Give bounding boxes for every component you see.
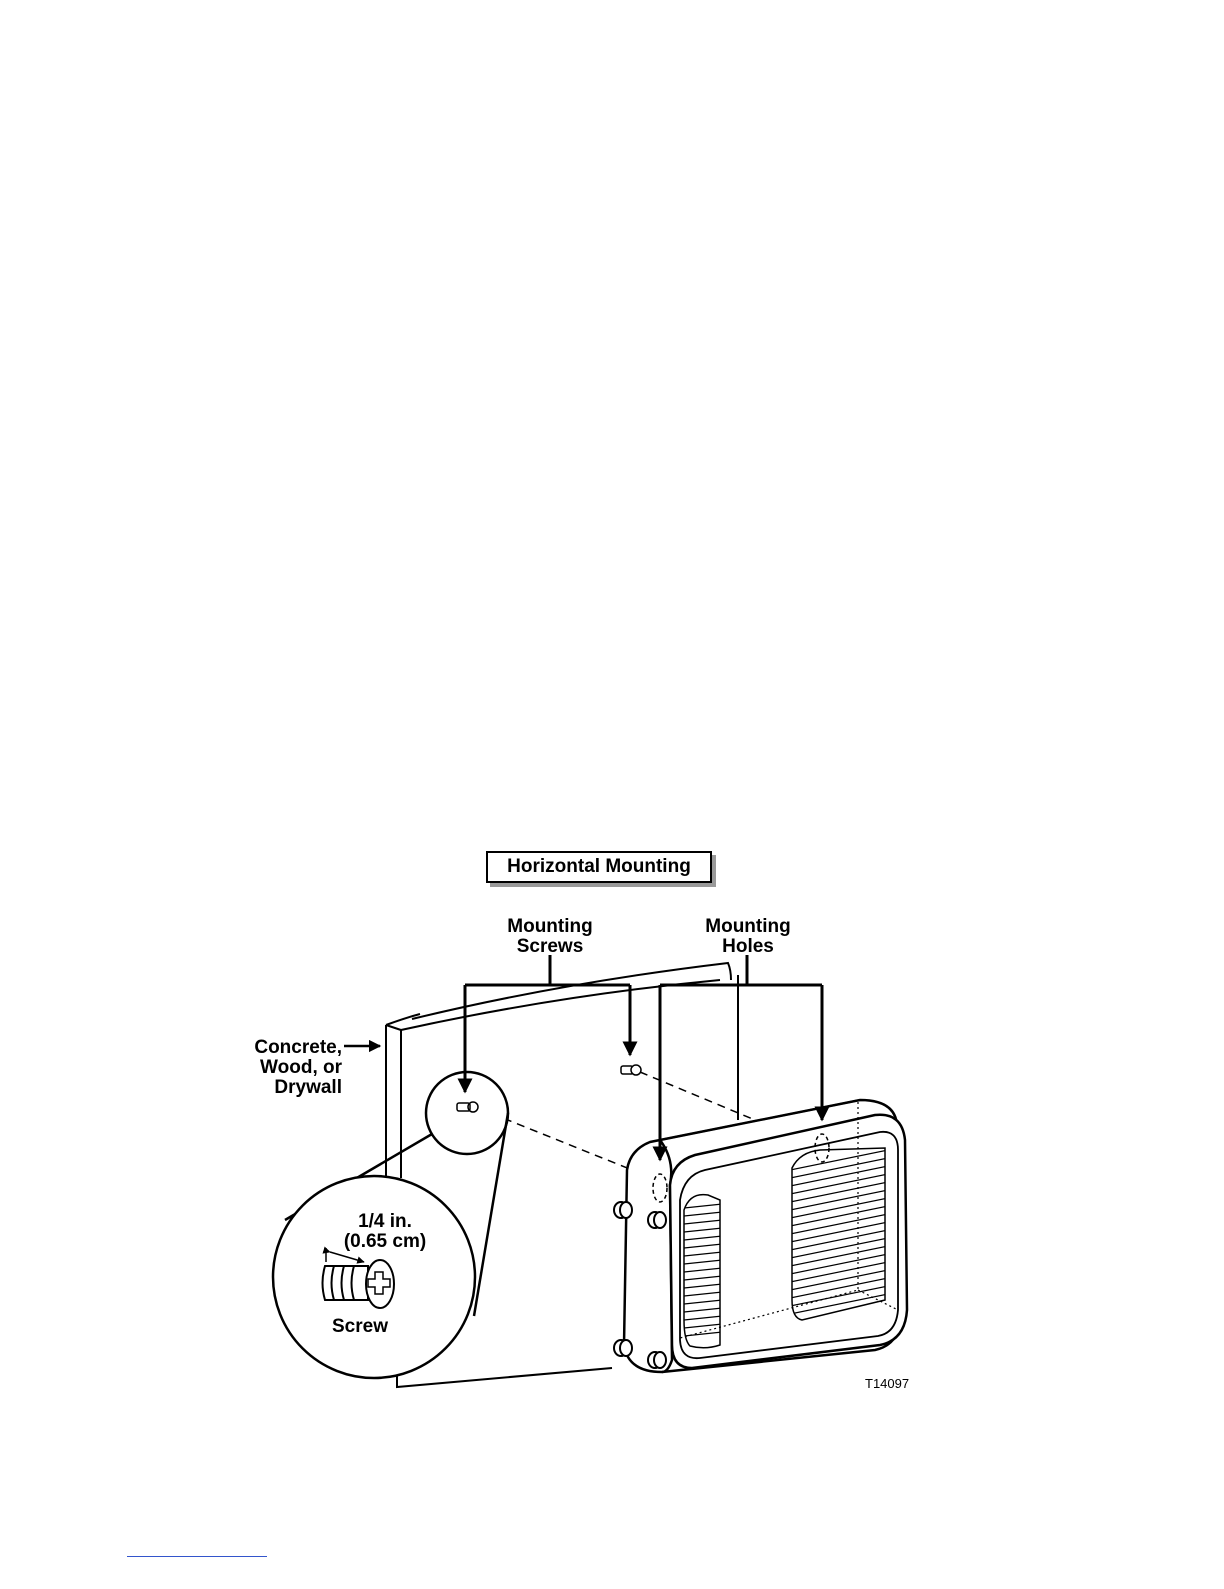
screw-label: Screw — [315, 1317, 405, 1337]
screw-size-label: 1/4 in. (0.65 cm) — [320, 1212, 450, 1252]
figure-title: Horizontal Mounting — [486, 851, 712, 883]
left-vent — [684, 1195, 722, 1348]
right-vent — [790, 1148, 888, 1320]
mounting-holes-label: Mounting Holes — [688, 917, 808, 957]
wall-screw-icon — [621, 1065, 641, 1075]
figure-code: T14097 — [865, 1376, 909, 1391]
screws-callout-arrows — [465, 955, 630, 1092]
footer-rule — [127, 1556, 267, 1557]
mounting-screws-label: Mounting Screws — [490, 917, 610, 957]
surface-label: Concrete, Wood, or Drywall — [230, 1038, 342, 1098]
